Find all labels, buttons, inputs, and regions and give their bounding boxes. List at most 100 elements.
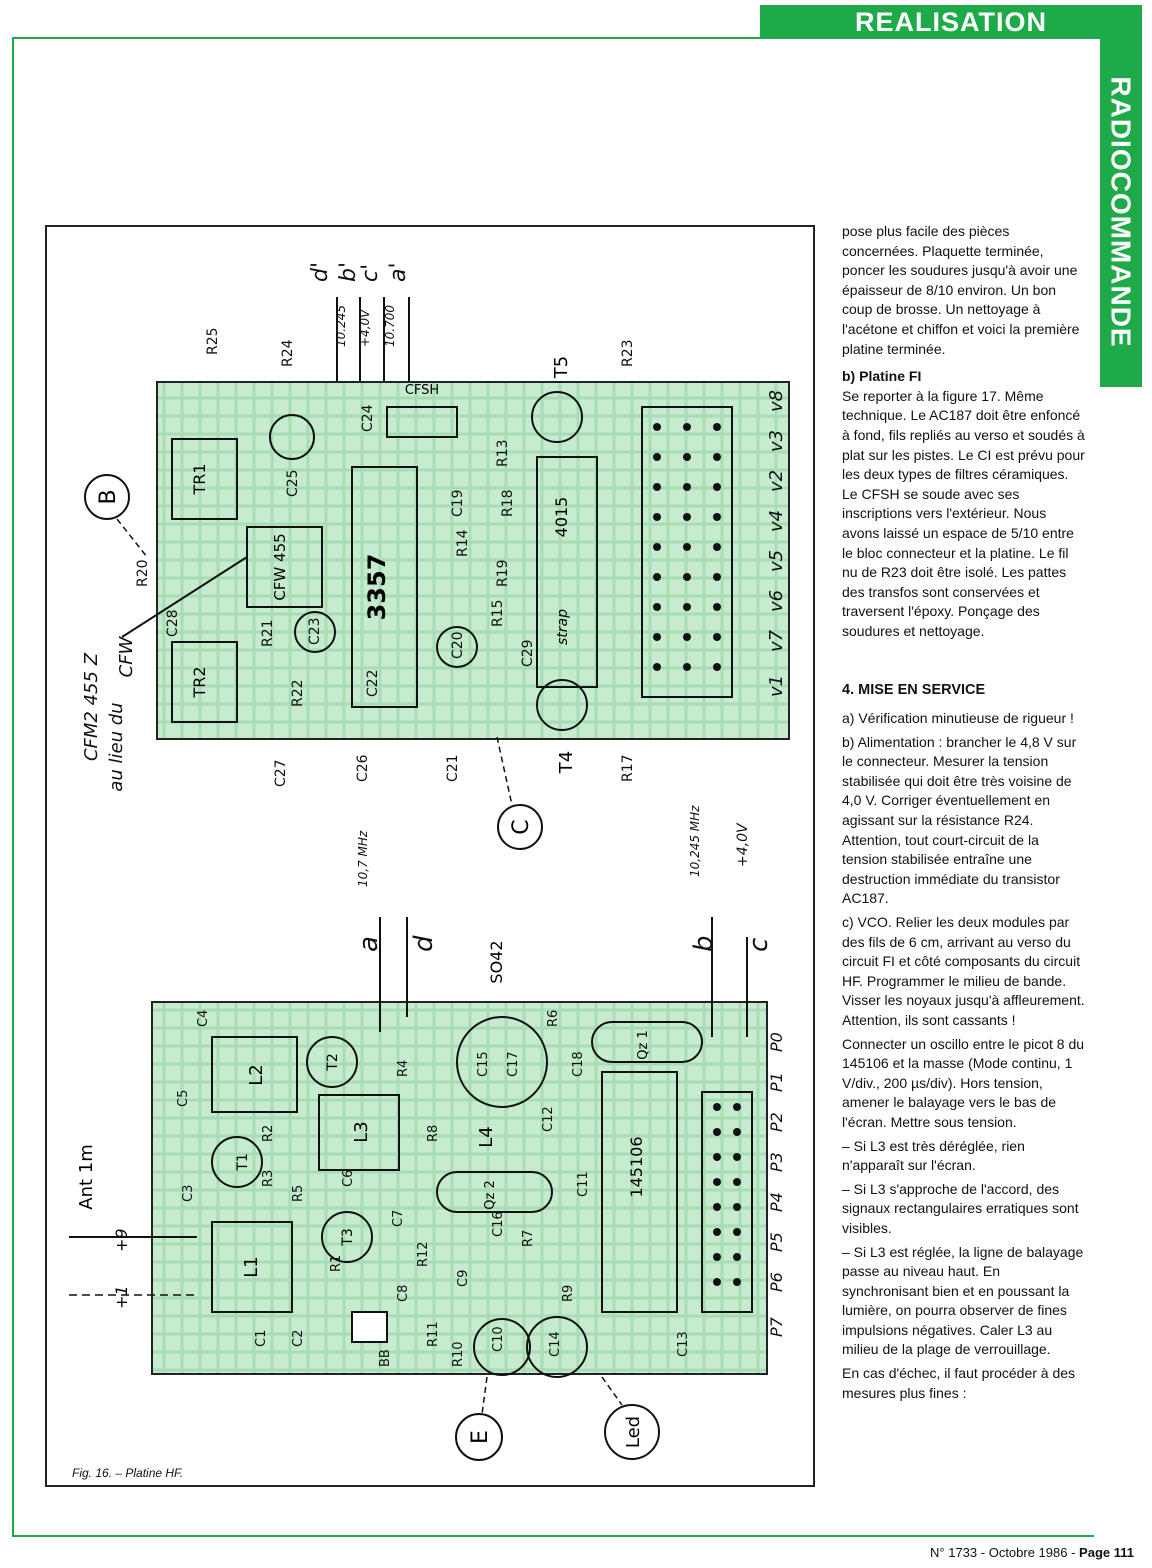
out-v2: v2: [766, 470, 787, 492]
l2-coil: [211, 1036, 298, 1113]
so42-label: SO42: [487, 940, 506, 983]
r3-label: R3: [261, 1170, 276, 1187]
c23-capacitor: [294, 611, 336, 653]
r17-label: R17: [620, 754, 636, 782]
cfsh-block: [386, 406, 458, 438]
r6-label: R6: [546, 1010, 561, 1027]
c23-label: C23: [307, 617, 323, 645]
strap-label: strap: [555, 609, 571, 645]
c10-capacitor: [473, 1318, 531, 1376]
pin-plus1: +1: [112, 1285, 131, 1309]
figure-caption: Fig. 16. – Platine HF.: [72, 1466, 184, 1480]
banner-title: REALISATION: [855, 6, 1047, 37]
schematic-drawing: TR1 TR2 CFW 455 3357 4015 strap CFSH: [69, 262, 790, 1461]
bullet-3: – Si L3 est réglée, la ligne de balayage…: [842, 1243, 1084, 1358]
c14-label: C14: [548, 1331, 563, 1357]
marker-led: [604, 1404, 660, 1460]
c7-label: C7: [391, 1210, 406, 1227]
c21-label: C21: [445, 754, 461, 782]
r14-label: R14: [455, 529, 471, 557]
chip-4015: [536, 456, 598, 688]
l1-label: L1: [241, 1256, 262, 1277]
c5-label: C5: [176, 1090, 191, 1107]
fi-board: TR1 TR2 CFW 455 3357 4015 strap CFSH: [81, 262, 790, 850]
hf-pcb-outline: [151, 1001, 768, 1375]
fi-volt-4v: +4,0V: [358, 309, 372, 347]
t4-label: T4: [556, 751, 577, 774]
c12-label: C12: [541, 1106, 556, 1132]
out-p3: P3: [767, 1152, 786, 1172]
t5-transistor: [531, 391, 583, 443]
t5-label: T5: [551, 356, 572, 379]
bullet-2: – Si L3 s'approche de l'accord, des sign…: [842, 1180, 1079, 1236]
out-p6: P6: [767, 1272, 786, 1292]
t1-transistor: [211, 1136, 263, 1188]
tr1-label: TR1: [190, 463, 209, 495]
section-heading: 4. MISE EN SERVICE: [842, 682, 986, 699]
hf-freq-a: 10,7 MHz: [356, 830, 370, 887]
step-c: c) VCO. Relier les deux modules par des …: [842, 914, 1085, 1028]
c28-label: C28: [165, 609, 181, 637]
c3-label: C3: [181, 1185, 196, 1202]
out-v5: v5: [766, 550, 787, 572]
note-cfm: CFM2 455 Z: [81, 652, 102, 761]
section-name: RADIOCOMMANDE: [1106, 76, 1137, 348]
ac-transistor: [269, 414, 315, 460]
r21-label: R21: [260, 619, 276, 647]
fi-wire-d: d': [308, 262, 333, 282]
fi-freq-10700: 10.700: [383, 305, 397, 347]
hf-volt-c: +4,0V: [735, 822, 751, 867]
c6-label: C6: [341, 1170, 356, 1187]
bb-label: BB: [378, 1349, 393, 1367]
c10-label: C10: [491, 1326, 506, 1352]
chip-145106-label: 145106: [627, 1136, 646, 1197]
out-p5: P5: [767, 1232, 786, 1252]
marker-e-label: E: [468, 1430, 493, 1444]
closing-note: En cas d'échec, il faut procéder à des m…: [842, 1365, 1076, 1401]
step-a: a) Vérification minutieuse de rigueur !: [842, 710, 1074, 727]
fi-wire-b: b': [336, 262, 361, 282]
r9-label: R9: [561, 1285, 576, 1302]
r5-label: R5: [291, 1185, 306, 1202]
out-p4: P4: [767, 1192, 786, 1212]
step-b: b) Alimentation : brancher le 4,8 V sur …: [842, 733, 1077, 907]
c17-label: C17: [506, 1051, 521, 1077]
r22-label: R22: [290, 679, 306, 707]
fi-wire-a: a': [386, 262, 411, 282]
r4-label: R4: [396, 1060, 411, 1077]
crystal-qz2: [436, 1171, 553, 1213]
marker-b-label: B: [96, 489, 121, 504]
out-v8: v8: [766, 390, 787, 412]
t1-label: T1: [235, 1153, 251, 1171]
chip-4015-label: 4015: [552, 497, 571, 538]
c26-label: C26: [355, 754, 371, 782]
marker-c: [497, 804, 543, 850]
c25-label: C25: [285, 469, 301, 497]
qz1-label: Qz 1: [636, 1030, 651, 1059]
so42-chip: [456, 1016, 548, 1108]
c27-label: C27: [273, 759, 289, 787]
tr2-label: TR2: [190, 666, 209, 698]
tr1-box: [171, 438, 238, 520]
article-column: pose plus facile des pièces concernées. …: [842, 222, 1085, 1407]
bullet-1: – Si L3 est très déréglée, rien n'appara…: [842, 1137, 1025, 1174]
hf-connector: [701, 1091, 753, 1313]
t3-transistor: [321, 1211, 373, 1263]
qz2-label: Qz 2: [483, 1180, 498, 1209]
out-v3: v3: [766, 430, 787, 452]
page-frame: [12, 37, 1094, 1537]
r20-label: R20: [135, 559, 151, 587]
t3-label: T3: [340, 1228, 356, 1246]
r12-label: R12: [416, 1241, 431, 1267]
out-p2: P2: [767, 1112, 786, 1132]
c14-capacitor: [526, 1316, 588, 1378]
note-cfw: CFW: [116, 635, 137, 677]
pin-plus9: +9: [112, 1228, 131, 1252]
c19-label: C19: [450, 489, 466, 517]
cfw-label: CFW 455: [271, 533, 289, 600]
side-tab-label: RADIOCOMMANDE: [1100, 37, 1142, 387]
t2-transistor: [306, 1036, 358, 1088]
t4-transistor: [536, 679, 588, 731]
r11-label: R11: [426, 1321, 441, 1347]
l1-coil: [211, 1221, 293, 1313]
